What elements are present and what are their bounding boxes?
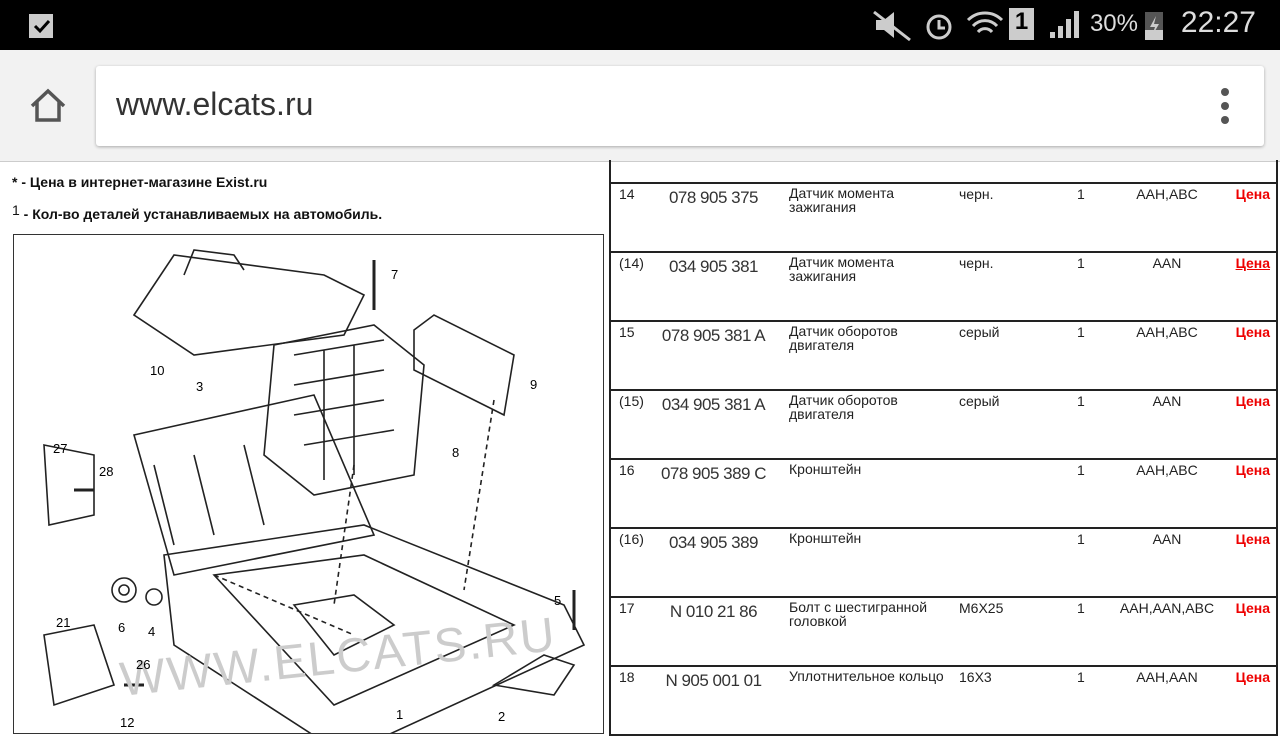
url-bar[interactable]: www.elcats.ru [96, 66, 1264, 146]
part-name: Датчик оборотов двигателя [789, 392, 898, 422]
table-row: (14) 034 905 381 Датчик момента зажигани… [611, 253, 1276, 322]
part-number: N 905 001 01 [665, 671, 762, 690]
sim-icon: 1 [1009, 8, 1034, 40]
part-engine: AAH,AAN [1136, 669, 1198, 685]
part-number: 078 905 375 [668, 188, 759, 207]
callout-3: 3 [196, 379, 204, 394]
callout-10: 10 [150, 363, 165, 378]
table-row: 18 N 905 001 01 Уплотнительное кольцо 16… [611, 667, 1276, 736]
part-engine: AAN [1152, 393, 1182, 409]
parts-table: 14 078 905 375 Датчик момента зажигания … [609, 160, 1278, 736]
callout-8: 8 [452, 445, 460, 460]
part-note: черн. [959, 255, 994, 271]
table-row: (15) 034 905 381 A Датчик оборотов двига… [611, 391, 1276, 460]
legend-notes: * - Цена в интернет-магазине Exist.ru 1 … [12, 174, 382, 230]
callout-12: 12 [120, 715, 135, 730]
part-note: M6X25 [959, 600, 1004, 616]
table-row: 17 N 010 21 86 Болт с шестигранной голов… [611, 598, 1276, 667]
parts-diagram: WWW.ELCATS.RU 7 10 3 9 8 27 28 6 4 5 21 … [13, 234, 604, 734]
part-name: Кронштейн [789, 461, 862, 477]
part-note: черн. [959, 186, 994, 202]
price-link[interactable]: Цена [1235, 324, 1270, 340]
part-note: серый [959, 324, 1000, 340]
part-position: (16) [619, 531, 644, 547]
mute-icon [873, 10, 911, 42]
part-note: 16X3 [959, 669, 992, 685]
part-position: (15) [619, 393, 644, 409]
part-number: 034 905 381 [668, 257, 759, 276]
callout-4: 4 [148, 624, 156, 639]
part-name: Болт с шестигранной головкой [789, 599, 928, 629]
table-row-partial [611, 160, 1276, 184]
callout-2: 2 [498, 709, 506, 724]
alarm-icon [926, 14, 952, 40]
callout-26: 26 [136, 657, 151, 672]
battery-charging-icon [1145, 12, 1163, 40]
part-position: 15 [619, 324, 635, 340]
callout-21: 21 [56, 615, 71, 630]
wifi-icon [966, 11, 1004, 34]
table-row: 14 078 905 375 Датчик момента зажигания … [611, 184, 1276, 253]
part-name: Уплотнительное кольцо [789, 668, 944, 684]
callout-5: 5 [554, 593, 562, 608]
part-name: Датчик оборотов двигателя [789, 323, 898, 353]
part-number: N 010 21 86 [669, 602, 758, 621]
home-icon[interactable] [28, 86, 68, 126]
callout-28: 28 [99, 464, 114, 479]
price-link[interactable]: Цена [1235, 600, 1270, 616]
price-link[interactable]: Цена [1235, 255, 1270, 271]
price-link[interactable]: Цена [1235, 531, 1270, 547]
signal-icon [1050, 11, 1079, 38]
callout-9: 9 [530, 377, 538, 392]
part-name: Кронштейн [789, 530, 862, 546]
part-qty: 1 [1077, 255, 1085, 271]
part-qty: 1 [1077, 324, 1085, 340]
callout-6: 6 [118, 620, 126, 635]
part-number: 078 905 389 C [660, 464, 767, 483]
callout-1: 1 [396, 707, 404, 722]
part-position: 17 [619, 600, 635, 616]
callout-7: 7 [391, 267, 399, 282]
clipboard-check-icon [29, 14, 53, 38]
part-qty: 1 [1077, 186, 1085, 202]
part-name: Датчик момента зажигания [789, 254, 895, 284]
price-note: * - Цена в интернет-магазине Exist.ru [12, 174, 268, 190]
table-row: 16 078 905 389 C Кронштейн 1 AAH,ABC Цен… [611, 460, 1276, 529]
part-note: серый [959, 393, 1000, 409]
part-engine: AAH,AAN,ABC [1119, 600, 1215, 616]
part-position: (14) [619, 255, 644, 271]
price-link[interactable]: Цена [1235, 669, 1270, 685]
part-engine: AAH,ABC [1136, 186, 1198, 202]
part-name: Датчик момента зажигания [789, 185, 895, 215]
browser-toolbar: www.elcats.ru [0, 50, 1280, 162]
part-number: 034 905 389 [668, 533, 759, 552]
part-qty: 1 [1077, 462, 1085, 478]
part-qty: 1 [1077, 669, 1085, 685]
price-link[interactable]: Цена [1235, 393, 1270, 409]
qty-note: 1 - Кол-во деталей устанавливаемых на ав… [12, 202, 383, 222]
part-engine: AAN [1152, 531, 1182, 547]
part-engine: AAH,ABC [1136, 462, 1198, 478]
url-text[interactable]: www.elcats.ru [116, 86, 314, 122]
parts-drawing [43, 249, 586, 733]
table-row: 15 078 905 381 A Датчик оборотов двигате… [611, 322, 1276, 391]
part-qty: 1 [1077, 600, 1085, 616]
part-qty: 1 [1077, 531, 1085, 547]
battery-percent: 30% [1089, 10, 1138, 37]
clock: 22:27 [1180, 6, 1256, 39]
part-number: 078 905 381 A [661, 326, 766, 345]
callout-27: 27 [53, 441, 68, 456]
price-link[interactable]: Цена [1235, 462, 1270, 478]
part-number: 034 905 381 A [661, 395, 766, 414]
part-position: 16 [619, 462, 635, 478]
table-row: (16) 034 905 389 Кронштейн 1 AAN Цена [611, 529, 1276, 598]
part-engine: AAH,ABC [1136, 324, 1198, 340]
part-qty: 1 [1077, 393, 1085, 409]
more-vert-icon[interactable] [1220, 88, 1230, 128]
part-position: 14 [619, 186, 635, 202]
part-engine: AAN [1152, 255, 1182, 271]
status-bar: 1 30% 22:27 [0, 0, 1280, 50]
price-link[interactable]: Цена [1235, 186, 1270, 202]
part-position: 18 [619, 669, 635, 685]
